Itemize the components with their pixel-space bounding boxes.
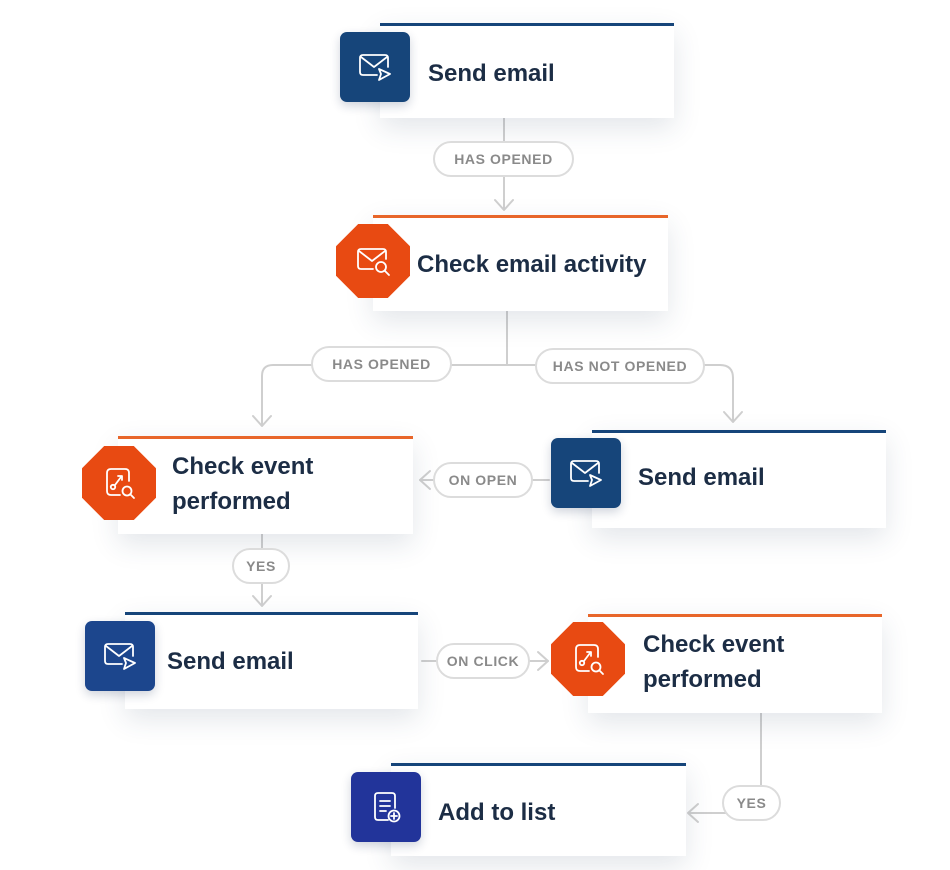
- send-email-icon: [85, 621, 155, 691]
- edge-label-has-not-opened: HAS NOT OPENED: [535, 348, 705, 384]
- event-search-icon: [82, 446, 156, 520]
- check-email-activity-node[interactable]: Check email activity: [373, 215, 668, 311]
- arrowhead: [419, 470, 431, 490]
- arrowhead: [252, 415, 272, 427]
- event-search-icon: [551, 622, 625, 696]
- add-to-list-node[interactable]: Add to list: [391, 763, 686, 856]
- edge-label-on-click: ON CLICK: [436, 643, 530, 679]
- arrowhead: [537, 651, 549, 671]
- node-title: Check event performed: [643, 631, 785, 693]
- check-event-node-2[interactable]: Check event performed: [588, 614, 882, 713]
- check-event-node-1[interactable]: Check event performed: [118, 436, 413, 534]
- edge-label-on-open: ON OPEN: [433, 462, 533, 498]
- add-to-list-icon: [351, 772, 421, 842]
- edge-label-yes: YES: [722, 785, 781, 821]
- send-email-icon: [551, 438, 621, 508]
- send-email-node-3[interactable]: Send email: [125, 612, 418, 709]
- node-title: Check email activity: [417, 251, 647, 278]
- edge-label-has-opened: HAS OPENED: [433, 141, 574, 177]
- arrowhead: [252, 595, 272, 607]
- node-title: Check event performed: [172, 453, 314, 515]
- edge-label-has-opened: HAS OPENED: [311, 346, 452, 382]
- node-title: Send email: [638, 464, 765, 491]
- send-email-icon: [340, 32, 410, 102]
- arrowhead: [687, 803, 699, 823]
- arrowhead: [494, 199, 514, 211]
- node-title: Add to list: [438, 799, 556, 826]
- arrowhead: [723, 411, 743, 423]
- email-search-icon: [336, 224, 410, 298]
- node-title: Send email: [428, 60, 555, 87]
- send-email-node-1[interactable]: Send email: [380, 23, 674, 118]
- node-title: Send email: [167, 648, 294, 675]
- send-email-node-2[interactable]: Send email: [592, 430, 886, 528]
- edge-label-yes: YES: [232, 548, 290, 584]
- connector-activity-split: [261, 308, 734, 425]
